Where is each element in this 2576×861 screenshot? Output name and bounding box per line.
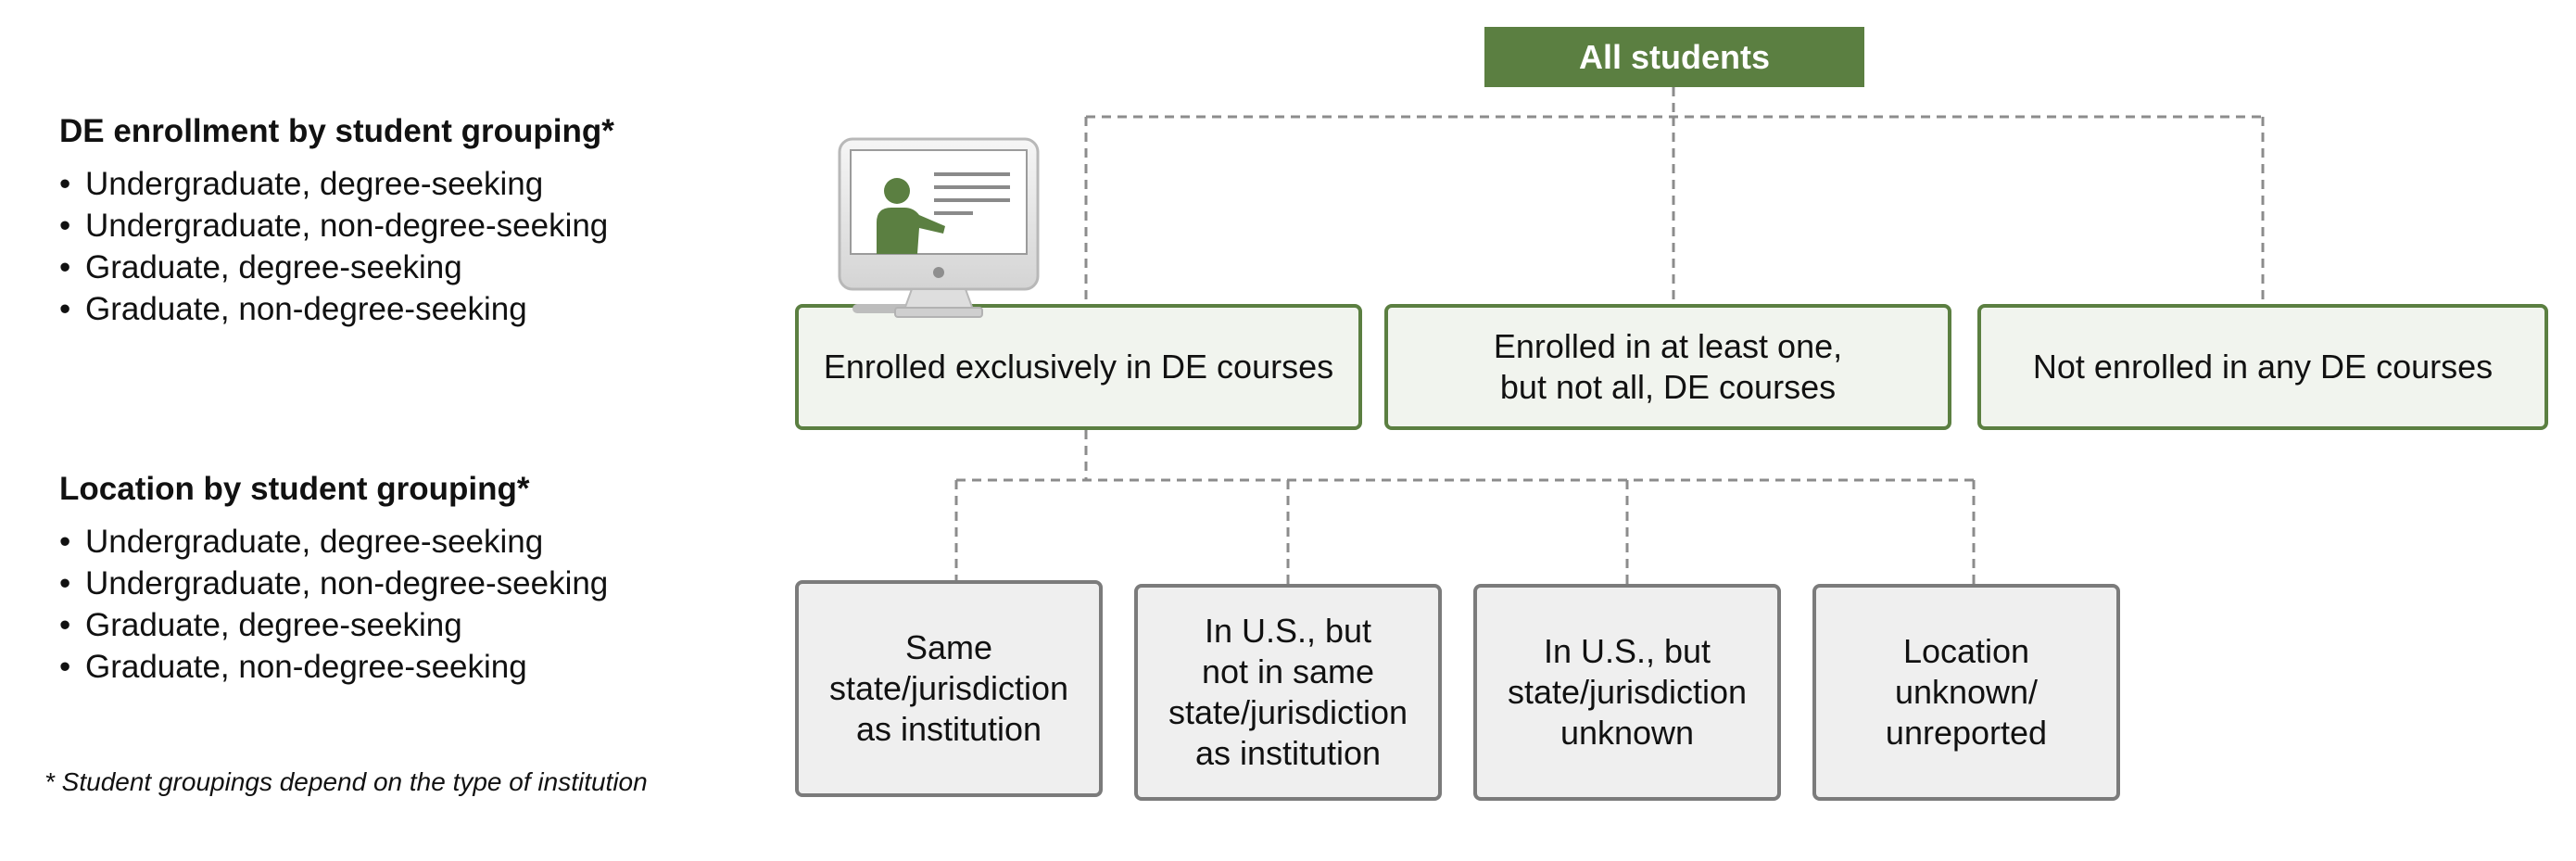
list-item: Graduate, non-degree-seeking [59,646,608,688]
list-item: Undergraduate, degree-seeking [59,163,608,205]
enrollment-node-some: Enrolled in at least one, but not all, D… [1384,304,1951,430]
location-groupings-list: Undergraduate, degree-seeking Undergradu… [59,521,608,688]
enrollment-node-exclusive: Enrolled exclusively in DE courses [795,304,1362,430]
location-section-title: Location by student grouping* [59,471,530,507]
location-node-unknown: Location unknown/ unreported [1812,584,2120,801]
all-students-node: All students [1484,27,1864,87]
list-item: Undergraduate, degree-seeking [59,521,608,563]
footnote: * Student groupings depend on the type o… [44,767,648,796]
list-item: Graduate, degree-seeking [59,247,608,288]
enrollment-groupings-list: Undergraduate, degree-seeking Undergradu… [59,163,608,330]
enrollment-node-none: Not enrolled in any DE courses [1977,304,2548,430]
list-item: Graduate, degree-seeking [59,604,608,646]
list-item: Graduate, non-degree-seeking [59,288,608,330]
computer-teacher-icon [838,137,1040,318]
location-node-state-unknown: In U.S., but state/jurisdiction unknown [1473,584,1781,801]
list-item: Undergraduate, non-degree-seeking [59,205,608,247]
location-node-same-state: Same state/jurisdiction as institution [795,580,1103,797]
list-item: Undergraduate, non-degree-seeking [59,563,608,604]
enrollment-section-title: DE enrollment by student grouping* [59,113,614,149]
location-node-other-state: In U.S., but not in same state/jurisdict… [1134,584,1442,801]
